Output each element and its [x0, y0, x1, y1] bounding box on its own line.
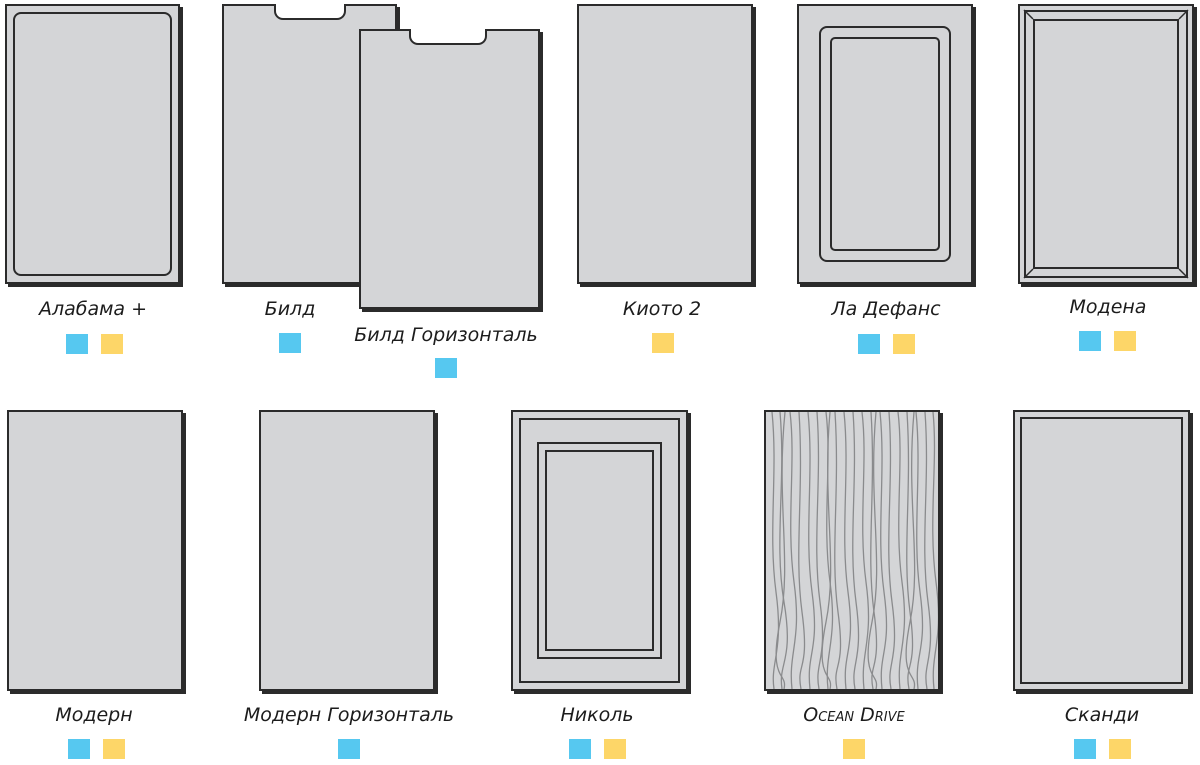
bevel-corners	[1023, 9, 1189, 279]
product-name: Николь	[560, 704, 634, 726]
product-name: Сканди	[1064, 704, 1140, 726]
color-swatch-yellow[interactable]	[101, 334, 123, 354]
color-swatch-yellow[interactable]	[843, 739, 865, 759]
color-swatch-blue[interactable]	[1074, 739, 1096, 759]
color-swatch-yellow[interactable]	[1114, 331, 1136, 351]
door-skandi[interactable]	[1013, 410, 1190, 691]
color-swatch-blue[interactable]	[338, 739, 360, 759]
color-swatch-blue[interactable]	[1079, 331, 1101, 351]
door-la-defans[interactable]	[797, 4, 973, 284]
color-swatch-blue[interactable]	[858, 334, 880, 354]
door-modena[interactable]	[1018, 4, 1194, 284]
product-name: Ла Дефанс	[831, 298, 941, 320]
color-swatch-yellow[interactable]	[604, 739, 626, 759]
product-name: Модена	[1069, 296, 1147, 318]
door-modern[interactable]	[7, 410, 183, 691]
color-swatch-yellow[interactable]	[1109, 739, 1131, 759]
door-alabama[interactable]	[5, 4, 180, 284]
color-swatch-blue[interactable]	[68, 739, 90, 759]
color-swatch-blue[interactable]	[569, 739, 591, 759]
handle-cutout	[274, 4, 346, 20]
door-kioto[interactable]	[577, 4, 753, 284]
color-swatch-blue[interactable]	[435, 358, 457, 378]
color-swatch-yellow[interactable]	[652, 333, 674, 353]
door-panel-inner-2	[545, 450, 654, 651]
door-modern-horizontal[interactable]	[259, 410, 435, 691]
door-panel-inner	[537, 442, 662, 659]
color-swatch-yellow[interactable]	[893, 334, 915, 354]
door-ocean-drive[interactable]	[764, 410, 940, 691]
door-panel-frame	[819, 26, 951, 262]
color-swatch-blue[interactable]	[66, 334, 88, 354]
handle-cutout	[409, 29, 487, 45]
product-name: Билд	[264, 298, 316, 320]
door-panel-frame	[1024, 10, 1188, 278]
door-nikol[interactable]	[511, 410, 688, 691]
product-name: Алабама +	[38, 298, 148, 320]
door-panel-frame	[13, 12, 172, 276]
product-name: Ocean Drive	[803, 704, 905, 726]
door-panel-frame	[519, 418, 680, 683]
door-panel-inner	[830, 37, 940, 251]
door-panel-frame	[1020, 417, 1183, 684]
color-swatch-blue[interactable]	[279, 333, 301, 353]
product-name: Модерн	[55, 704, 133, 726]
product-name: Модерн Горизонталь	[243, 704, 455, 726]
wood-texture	[771, 412, 938, 689]
product-name: Билд Горизонталь	[354, 324, 538, 346]
product-name: Киото 2	[622, 298, 702, 320]
color-swatch-yellow[interactable]	[103, 739, 125, 759]
door-bild-horizontal[interactable]	[359, 29, 540, 309]
door-panel-inner	[1033, 19, 1179, 269]
